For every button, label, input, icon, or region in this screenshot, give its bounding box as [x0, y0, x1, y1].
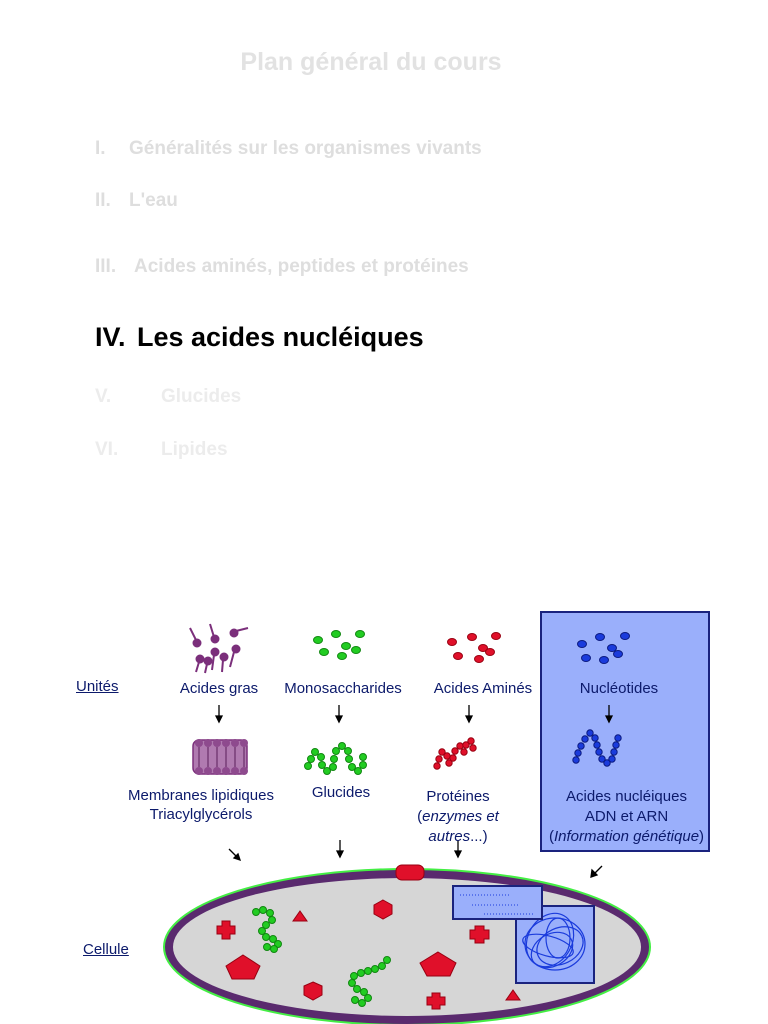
polymer-line: Acides nucléiques [566, 788, 687, 805]
outline-number: IV. [95, 322, 126, 352]
outline-item-5: V. Glucides [95, 386, 241, 408]
polymer-label-proteins: Protéines (enzymes et autres...) [402, 787, 514, 847]
protein-cross-icon [216, 920, 236, 940]
glucide-chain-icon [348, 956, 391, 1007]
protein-cross-icon [426, 992, 446, 1010]
protein-cross-icon [469, 925, 490, 944]
outline-item-2: II. L'eau [95, 190, 178, 212]
glucide-polymer-icon [304, 742, 367, 775]
polymer-detail: ) [699, 828, 705, 845]
polymer-line: Membranes lipidiques [128, 787, 274, 804]
monosaccharide-icon [313, 630, 365, 660]
polymer-line: Protéines [426, 788, 490, 805]
outline-item-6: VI. Lipides [95, 439, 228, 461]
protein-pentagon-icon [225, 954, 261, 980]
outline-item-1: I. Généralités sur les organismes vivants [95, 138, 482, 160]
polymer-label-nucleic-acids: Acides nucléiques ADN et ARN (Informatio… [541, 787, 712, 847]
polymer-detail: autres [428, 828, 471, 845]
outline-label: Lipides [161, 439, 228, 460]
outline-label: Acides aminés, peptides et protéines [134, 256, 469, 277]
polymer-detail: ( [548, 828, 554, 845]
polymer-label-glucides: Glucides [311, 784, 371, 801]
cell-diagram [163, 864, 651, 1024]
outline-label: Les acides nucléiques [137, 322, 424, 352]
protein-triangle-icon [292, 910, 308, 922]
polymer-label-lipids: Membranes lipidiques Triacylglycérols [112, 786, 290, 824]
membrane-protein-icon [395, 864, 425, 881]
polymer-detail: enzymes et [422, 808, 499, 825]
nucleotide-icon [577, 632, 630, 664]
unit-label-nucleotides: Nucléotides [579, 680, 659, 697]
information-card [452, 885, 543, 920]
polymer-detail: ...) [470, 828, 488, 845]
protein-polymer-icon [433, 737, 477, 770]
unit-label-monosaccharides: Monosaccharides [284, 680, 402, 697]
outline-number: III. [95, 256, 117, 277]
outline-number: V. [95, 386, 112, 407]
polymer-detail: ( [417, 808, 423, 825]
fatty-acid-icon [189, 623, 249, 674]
outline-number: II. [95, 190, 111, 211]
lipid-membrane-icon [192, 739, 248, 775]
outline-item-3: III. Acides aminés, peptides et protéines [95, 256, 469, 278]
outline-label: Généralités sur les organismes vivants [129, 138, 482, 159]
polymer-line: Triacylglycérols [149, 806, 253, 823]
units-row-label: Unités [76, 678, 119, 695]
outline-label: Glucides [161, 386, 242, 407]
nucleic-acid-highlight-box [540, 611, 710, 852]
glucide-chain-icon [252, 906, 282, 953]
outline-label: L'eau [129, 190, 178, 211]
protein-hexagon-icon [303, 981, 323, 1001]
polymer-line: ADN et ARN [584, 808, 669, 825]
unit-label-fatty-acids: Acides gras [179, 680, 259, 697]
outline-number: VI. [95, 439, 119, 460]
page-title: Plan général du cours [240, 48, 502, 76]
protein-triangle-icon [505, 989, 521, 1001]
protein-pentagon-icon [419, 951, 457, 977]
polymer-detail: Information génétique [553, 828, 700, 845]
amino-acid-icon [447, 632, 501, 663]
protein-hexagon-icon [373, 899, 393, 920]
outline-number: I. [95, 138, 106, 159]
outline-item-current: IV. Les acides nucléiques [95, 322, 424, 353]
unit-label-amino-acids: Acides Aminés [433, 680, 533, 697]
nucleic-acid-polymer-icon [572, 729, 622, 767]
arrow-icons [214, 705, 614, 878]
cell-row-label: Cellule [83, 941, 129, 958]
